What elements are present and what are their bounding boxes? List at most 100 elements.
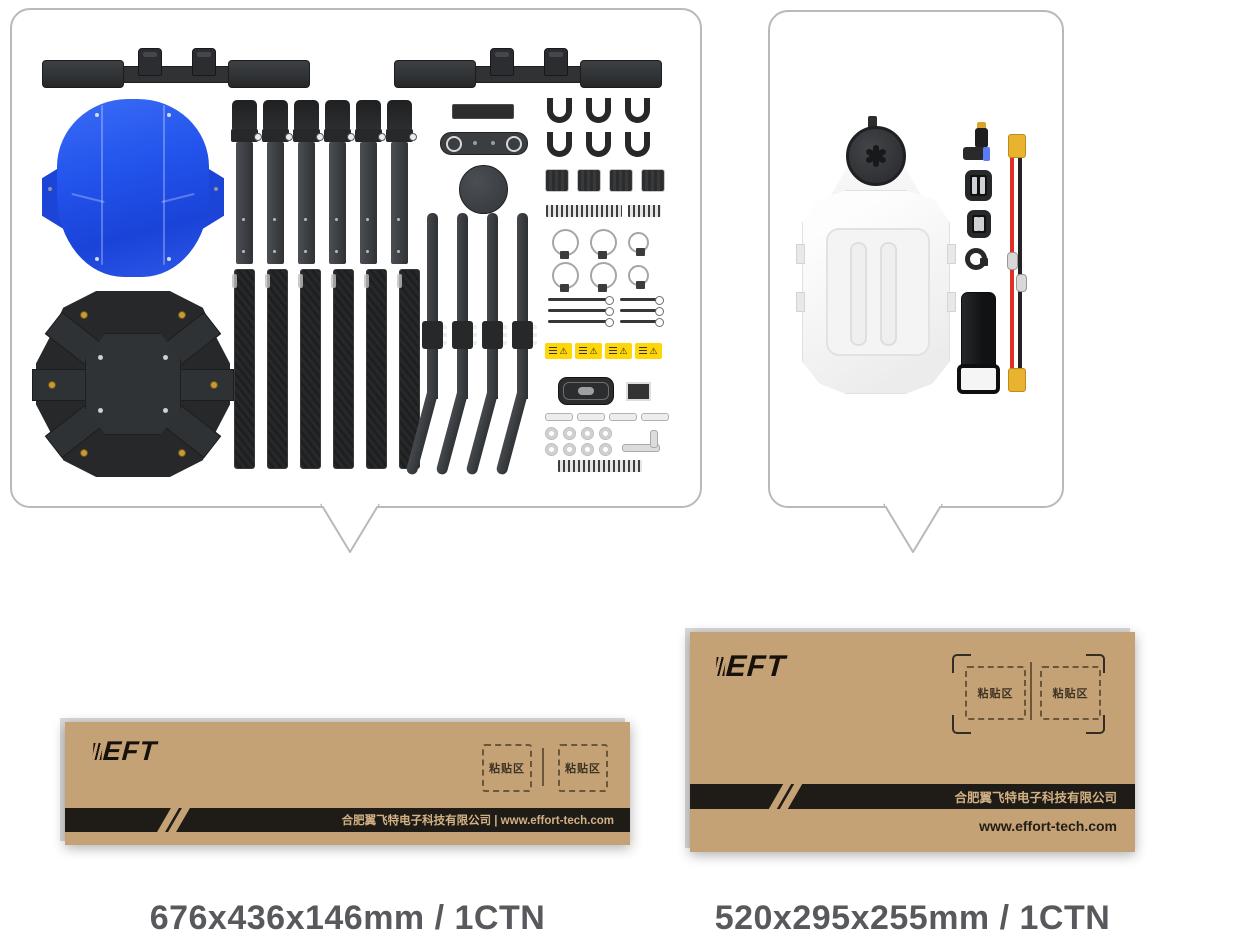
tank-slot (880, 242, 897, 346)
rail-clamp (192, 48, 216, 76)
arm-mount-tube (293, 100, 324, 264)
corner-bracket (952, 654, 971, 673)
landing-gear-leg (435, 213, 477, 476)
mount-plate (440, 132, 528, 155)
sticker-divider (542, 748, 544, 786)
corner-bracket (952, 715, 971, 734)
u-pipe-clamps-row (547, 98, 650, 123)
hose-clamp (628, 232, 649, 256)
washer (581, 427, 594, 440)
landing-skid-rail (394, 48, 662, 88)
cable-clamp-block (577, 169, 601, 192)
warning-icon: ⚠ (649, 345, 658, 356)
landing-gear-legs (405, 213, 537, 476)
power-cable (1005, 134, 1027, 392)
bullet-connector (1016, 274, 1027, 292)
landing-skid-rail (42, 48, 310, 88)
arm-mount-tube (386, 100, 417, 264)
tank-slot (850, 242, 867, 346)
company-stripe-text: 合肥翼飞特电子科技有限公司 | www.effort-tech.com (341, 815, 614, 827)
callout-pointer (883, 502, 943, 553)
arm-mount-tube (262, 100, 293, 264)
elbow-fitting (963, 122, 993, 161)
hose-clamps-row (552, 229, 649, 259)
long-screw (620, 296, 664, 305)
eft-logo: EFT (715, 650, 787, 684)
rail-end (42, 60, 124, 88)
warning-sticker: ⚠ (635, 343, 662, 359)
arm-mount-tube (355, 100, 386, 264)
hose-clamp (552, 229, 579, 259)
frame-center-plate (85, 333, 181, 435)
hose-clamp (590, 262, 617, 292)
carton-box-airframe: EFT 粘贴区 粘贴区 合肥翼飞特电子科技有限公司 | www.effort-t… (65, 722, 630, 845)
warning-icon: ⚠ (589, 345, 598, 356)
sticker-area: 粘贴区 (558, 744, 608, 792)
cable-clamp-blocks (545, 169, 665, 192)
landing-gear-leg (405, 213, 447, 476)
rail-clamp (544, 48, 568, 76)
hose-clamp (552, 262, 579, 292)
washer (599, 443, 612, 456)
slide-strip (545, 413, 573, 421)
hose-clamp-fitting (965, 248, 988, 270)
company-stripe: 合肥翼飞特电子科技有限公司 (690, 782, 1135, 811)
black-wire (1018, 154, 1022, 372)
spacer-bar (452, 104, 514, 119)
hose-clamp (628, 265, 649, 289)
warning-sticker: ⚠ (545, 343, 572, 359)
xt90-connector (1008, 368, 1026, 392)
strap-buckle (967, 210, 991, 238)
warning-icon: ⚠ (559, 345, 568, 356)
rail-end (580, 60, 662, 88)
u-pipe-clamp (625, 98, 650, 123)
cable-clamp-block (545, 169, 569, 192)
carton-box-tank: EFT 粘贴区 粘贴区 合肥翼飞特电子科技有限公司 www.effort-tec… (690, 632, 1135, 852)
arm-mount-tubes (231, 100, 417, 264)
slide-strip (641, 413, 669, 421)
battery-strap-buckle (957, 364, 1000, 394)
washer (545, 443, 558, 456)
screw-set-strip (628, 205, 661, 217)
cable-clamp-block (609, 169, 633, 192)
carbon-arm-tubes (232, 269, 420, 469)
corner-bracket (1086, 654, 1105, 673)
slide-strips (545, 413, 669, 421)
sticker-area: 粘贴区 (482, 744, 532, 792)
screw-set-strip (546, 205, 622, 217)
u-pipe-clamp (586, 132, 611, 157)
company-stripe: 合肥翼飞特电子科技有限公司 | www.effort-tech.com (65, 806, 630, 834)
hex-wrench (622, 430, 660, 452)
warning-sticker: ⚠ (605, 343, 632, 359)
long-screw (548, 307, 614, 316)
rail-end (394, 60, 476, 88)
washer (563, 443, 576, 456)
washer (599, 427, 612, 440)
warning-sticker: ⚠ (575, 343, 602, 359)
carbon-arm-tube (265, 269, 288, 469)
signal-connector (558, 377, 614, 405)
u-pipe-clamp (625, 132, 650, 157)
sticker-divider (1030, 662, 1032, 720)
logo-stripes-icon (715, 657, 726, 676)
long-screw (548, 318, 614, 327)
sticker-area: 粘贴区 (965, 666, 1026, 720)
callout-pointer (320, 502, 380, 553)
screw-set-strip (558, 460, 642, 472)
carton-dimensions-left: 676x436x146mm / 1CTN (149, 899, 546, 937)
long-screw (620, 307, 664, 316)
long-screws-group (548, 296, 614, 331)
bullet-connector (1007, 252, 1018, 270)
u-pipe-clamp (547, 98, 572, 123)
canopy-shell (42, 99, 224, 280)
hose-clamps-row (552, 262, 649, 292)
logo-stripes-icon (92, 743, 103, 760)
washers-grid (545, 427, 612, 456)
sticker-area: 粘贴区 (1040, 666, 1101, 720)
rail-clamp (490, 48, 514, 76)
sticker-zone: 粘贴区 粘贴区 (952, 654, 1105, 734)
washer (581, 443, 594, 456)
warning-icon: ⚠ (619, 345, 628, 356)
long-screw (620, 318, 664, 327)
rail-clamp (138, 48, 162, 76)
